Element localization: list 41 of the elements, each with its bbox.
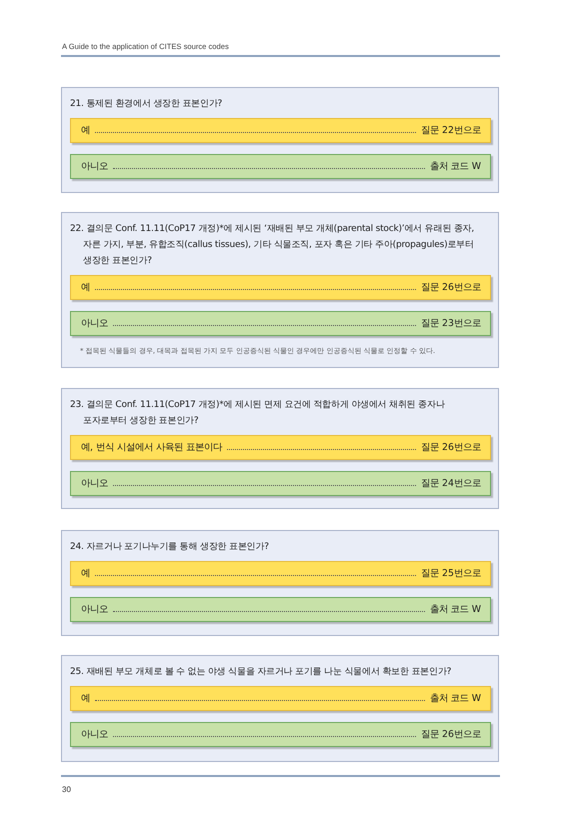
question-panel [61,212,499,368]
answer-row [70,275,491,300]
next-step-text: 출처 코드 W [430,603,481,616]
answer-text: 예, 번식 시설에서 사육된 표본이다 [81,441,222,454]
answer-row [70,118,491,143]
answer-text: 예 [81,124,90,137]
next-step-text: 질문 26번으로 [421,281,481,294]
answer-text: 예 [81,692,90,705]
question-panel [61,530,499,636]
next-step-text: 출처 코드 W [430,160,481,173]
answer-row [70,154,491,179]
answer-row [70,686,491,711]
answer-text: 아니오 [81,477,108,490]
question-panel [61,388,499,509]
question-text: 25. 재배된 부모 개체로 볼 수 없는 야생 식물을 자르거나 포기를 나눈 식물에서 확보한 표본인가? [70,666,452,679]
question-text: 21. 통제된 환경에서 생장한 표본인가? [70,98,224,111]
question-panel [61,655,499,762]
next-step-text: 질문 26번으로 [421,728,481,741]
question-text: 22. 결의문 Conf. 11.11(CoP17 개정)*에 제시된 ‘재배된 부모 개체(parental stock)’에서 유래된 종자, 자른 가지, 부분, 유합조직(callus tissues), 기타 식물조직, 포자 혹은 기타 주아(propagules)로부터 생장한 표본인가? [70,223,476,268]
next-step-text: 질문 24번으로 [421,477,481,490]
answer-text: 아니오 [81,160,108,173]
next-step-text: 질문 26번으로 [421,441,481,454]
question-text: 23. 결의문 Conf. 11.11(CoP17 개정)*에 제시된 면제 요건에 적합하게 야생에서 채취된 종자나 포자로부터 생장한 표본인가? [70,399,446,428]
answer-row [70,561,491,586]
answer-row [70,597,491,622]
next-step-text: 출처 코드 W [430,692,481,705]
question-panel [61,87,499,193]
question-text: 24. 자르거나 포기나누기를 통해 생장한 표본인가? [70,541,270,554]
page-number: 30 [62,785,71,794]
answer-text: 아니오 [81,603,108,616]
answer-row [70,311,491,336]
next-step-text: 질문 25번으로 [421,567,481,580]
answer-row [70,722,491,747]
answer-text: 예 [81,281,90,294]
answer-text: 아니오 [81,317,108,330]
answer-row [70,435,491,460]
answer-text: 예 [81,567,90,580]
next-step-text: 질문 22번으로 [421,124,481,137]
next-step-text: 질문 23번으로 [421,317,481,330]
answer-row [70,471,491,496]
answer-text: 아니오 [81,728,108,741]
